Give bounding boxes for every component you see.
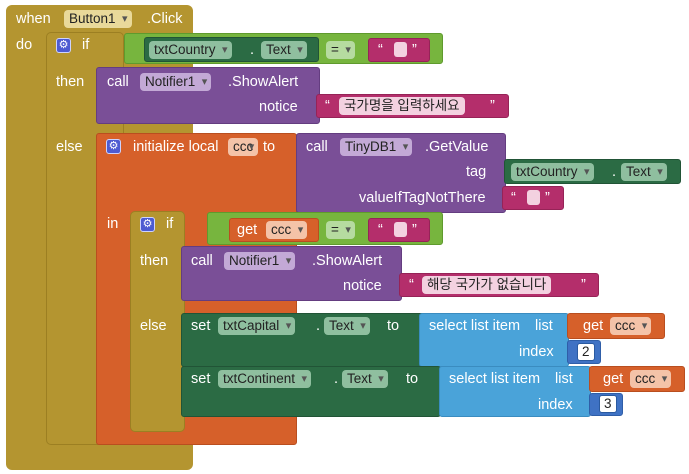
set-component-dropdown[interactable]: txtCapital: [218, 317, 296, 335]
notice-text-value[interactable]: 해당 국가가 없습니다: [422, 276, 552, 294]
setter-dot: .: [316, 318, 321, 334]
if-keyword: if: [166, 216, 174, 232]
to-keyword: to: [406, 371, 419, 387]
event-name: .Click: [147, 11, 183, 27]
set-property-dropdown[interactable]: Text: [324, 317, 370, 335]
else-keyword: else: [140, 318, 167, 334]
empty-text-field[interactable]: [394, 42, 407, 57]
get-keyword: get: [237, 222, 258, 238]
select-list-item-block[interactable]: [419, 313, 569, 367]
tinydb-component-dropdown[interactable]: TinyDB1: [340, 138, 413, 156]
compare-operator-dropdown[interactable]: =: [326, 41, 355, 59]
index-label: index: [519, 344, 554, 360]
empty-text-field[interactable]: [527, 190, 540, 205]
notice-label: notice: [259, 99, 298, 115]
open-quote: “: [378, 42, 383, 58]
call-keyword: call: [306, 139, 328, 155]
notice-text-value[interactable]: 국가명을 입력하세요: [339, 97, 465, 115]
then-keyword: then: [56, 74, 85, 90]
compare-operator-dropdown[interactable]: =: [326, 221, 355, 239]
method-name: .GetValue: [425, 139, 489, 155]
call-keyword: call: [191, 253, 213, 269]
index-label: index: [538, 397, 573, 413]
to-keyword: to: [263, 139, 276, 155]
then-keyword: then: [140, 253, 169, 269]
if-block[interactable]: [130, 211, 185, 432]
getter-property-dropdown[interactable]: Text: [261, 41, 307, 59]
set-keyword: set: [191, 371, 211, 387]
in-keyword: in: [107, 216, 119, 232]
to-keyword: to: [387, 318, 400, 334]
close-quote: ”: [412, 42, 417, 58]
list-label: list: [535, 318, 553, 334]
close-quote: ”: [545, 190, 550, 206]
getter-component-dropdown[interactable]: txtCountry: [149, 41, 232, 59]
gear-icon[interactable]: ⚙: [56, 38, 71, 53]
else-keyword: else: [56, 139, 83, 155]
event-component-dropdown[interactable]: Button1: [64, 10, 132, 28]
call-keyword: call: [107, 74, 129, 90]
getter-property-dropdown[interactable]: Text: [621, 163, 667, 181]
when-keyword: when: [16, 11, 51, 27]
initialize-local-label: initialize local: [133, 139, 219, 155]
select-list-item-label: select list item: [429, 318, 521, 334]
open-quote: “: [378, 222, 383, 238]
gear-icon[interactable]: ⚙: [140, 217, 155, 232]
set-property-dropdown[interactable]: Text: [342, 370, 388, 388]
getter-component-dropdown[interactable]: txtCountry: [511, 163, 594, 181]
method-name: .ShowAlert: [228, 74, 299, 90]
notifier-component-dropdown[interactable]: Notifier1: [224, 252, 296, 270]
open-quote: “: [511, 190, 516, 206]
select-list-item-label: select list item: [449, 371, 541, 387]
list-label: list: [555, 371, 573, 387]
method-name: .ShowAlert: [312, 253, 383, 269]
getter-dot: .: [250, 42, 255, 58]
index-number-field[interactable]: 3: [599, 395, 617, 413]
notifier-component-dropdown[interactable]: Notifier1: [140, 73, 212, 91]
set-keyword: set: [191, 318, 211, 334]
close-quote: ”: [412, 222, 417, 238]
get-keyword: get: [603, 371, 624, 387]
variable-dropdown[interactable]: ccc: [610, 317, 652, 335]
valueiftagnotthere-label: valueIfTagNotThere: [359, 190, 486, 206]
if-keyword: if: [82, 37, 90, 53]
open-quote: “: [325, 98, 330, 114]
open-quote: “: [409, 277, 414, 293]
variable-dropdown[interactable]: ccc: [630, 370, 672, 388]
close-quote: ”: [581, 277, 586, 293]
tag-label: tag: [466, 164, 487, 180]
close-quote: ”: [490, 98, 495, 114]
set-component-dropdown[interactable]: txtContinent: [218, 370, 312, 388]
get-keyword: get: [583, 318, 604, 334]
notice-label: notice: [343, 278, 382, 294]
select-list-item-block[interactable]: [439, 366, 591, 417]
setter-dot: .: [334, 371, 339, 387]
getter-dot: .: [612, 164, 617, 180]
do-keyword: do: [16, 37, 33, 53]
empty-text-field[interactable]: [394, 222, 407, 237]
index-number-field[interactable]: 2: [577, 343, 595, 361]
gear-icon[interactable]: ⚙: [106, 139, 121, 154]
local-var-name-field[interactable]: ccc: [228, 138, 259, 156]
variable-dropdown[interactable]: ccc: [266, 221, 308, 239]
